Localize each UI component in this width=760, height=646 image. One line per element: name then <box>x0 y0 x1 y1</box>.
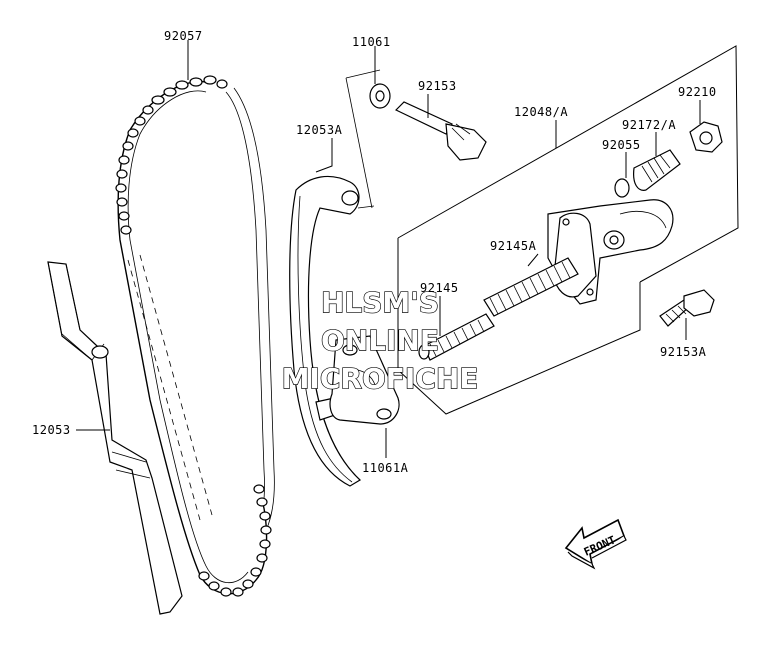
label-92153A: 92153A <box>660 345 707 359</box>
adjuster-plug-92172 <box>633 149 681 191</box>
watermark: HLSM'S ONLINE MICROFICHE <box>281 285 479 395</box>
cam-chain <box>115 75 275 597</box>
spring-92145 <box>418 313 495 361</box>
label-11061A: 11061A <box>362 461 409 475</box>
cap-nut-92210 <box>689 121 723 153</box>
washer-11061 <box>369 83 391 109</box>
label-92057: 92057 <box>164 29 203 43</box>
tensioner-assembly-frame <box>397 45 739 415</box>
watermark-line-3: MICROFICHE <box>282 362 479 395</box>
label-92145A: 92145A <box>490 239 537 253</box>
label-12048A: 12048/A <box>514 105 568 119</box>
o-ring-92055 <box>614 178 630 198</box>
bolt-92153A <box>659 289 715 327</box>
label-12053A: 12053A <box>296 123 343 137</box>
label-92153: 92153 <box>418 79 457 93</box>
part-labels: 92057 11061 92153 12053A 12048/A 92210 9… <box>32 29 717 475</box>
label-12053: 12053 <box>32 423 71 437</box>
bolt-92153 <box>394 101 487 161</box>
label-92172A: 92172/A <box>622 118 676 132</box>
label-92055: 92055 <box>602 138 641 152</box>
label-11061: 11061 <box>352 35 391 49</box>
tensioner-body <box>547 199 674 305</box>
front-direction-indicator: FRONT <box>564 518 627 570</box>
spring-92145A <box>483 257 579 317</box>
chain-guide-left <box>47 261 183 615</box>
watermark-line-1: HLSM'S <box>321 286 439 319</box>
label-92210: 92210 <box>678 85 717 99</box>
tensioner-gasket <box>329 335 400 425</box>
arrow-left-icon <box>564 518 625 566</box>
label-92145: 92145 <box>420 281 459 295</box>
alignment-lines <box>345 69 381 209</box>
leader-lines <box>76 40 701 458</box>
watermark-line-2: ONLINE <box>321 324 439 357</box>
